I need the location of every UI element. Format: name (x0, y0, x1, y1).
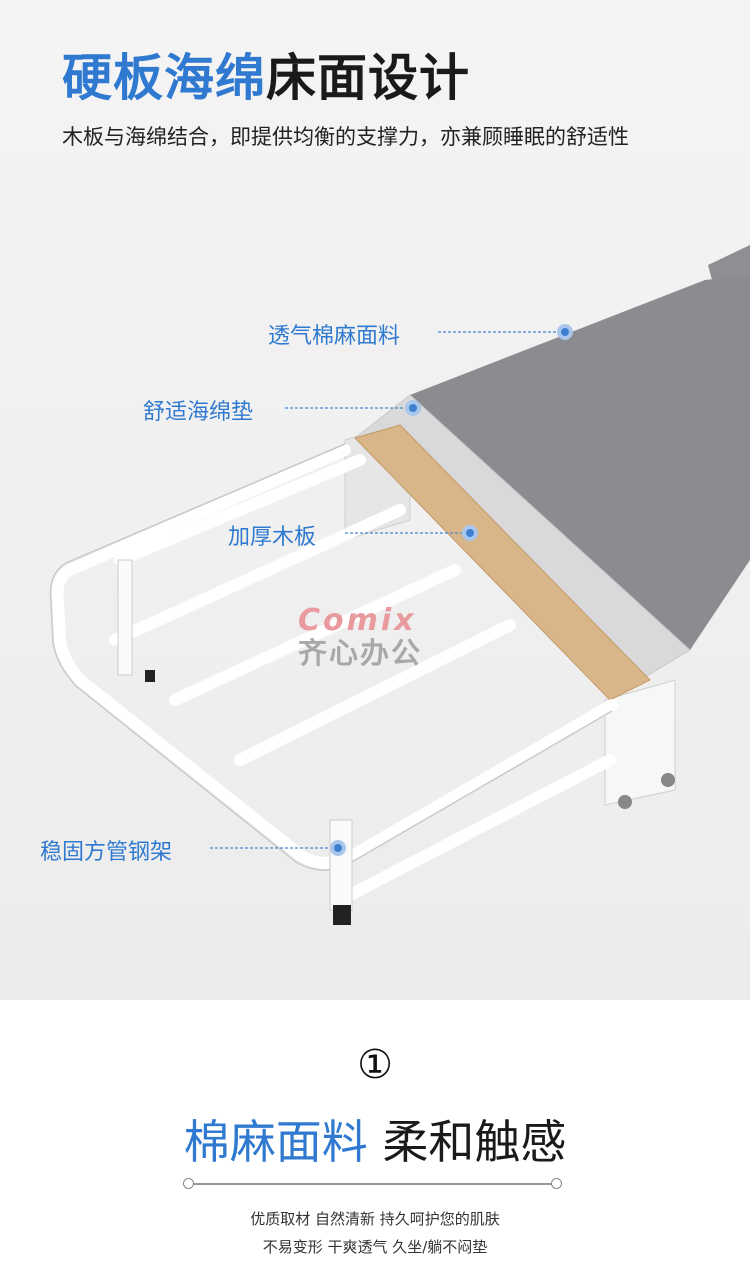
leg (117, 559, 133, 676)
feature-title: 棉麻面料 柔和触感 (0, 1106, 750, 1172)
caster-wheel (661, 773, 675, 787)
callout-sponge: 舒适海绵垫 (143, 400, 254, 425)
front-leg-box (604, 679, 676, 806)
caster-wheel (618, 795, 632, 809)
callout-dot (405, 400, 421, 416)
divider-end-dot (183, 1178, 194, 1189)
mattress-top (410, 275, 750, 650)
feature-desc-line-1: 优质取材 自然清新 持久呵护您的肌肤 (250, 1210, 500, 1228)
divider-line (184, 1183, 560, 1185)
feature-title-highlight: 棉麻面料 (183, 1115, 368, 1169)
leg (329, 819, 353, 911)
callout-fabric: 透气棉麻面料 (268, 324, 401, 349)
title-rest: 床面设计 (266, 49, 470, 107)
callout-dot (330, 840, 346, 856)
feature-desc-line-2: 不易变形 干爽透气 久坐/躺不闷垫 (262, 1238, 488, 1256)
folding-bed-illustration (49, 245, 750, 925)
wood-board (354, 424, 651, 701)
mattress-section (708, 245, 750, 280)
feature-number: ① (357, 1042, 393, 1088)
watermark-brand-cn: 齐心办公 (298, 636, 423, 670)
steel-frame (51, 444, 618, 901)
divider-end-dot (551, 1178, 562, 1189)
leg-foot (145, 670, 155, 682)
feature-title-rest: 柔和触感 (382, 1115, 567, 1169)
callout-steel: 稳固方管钢架 (40, 840, 173, 865)
leg-foot (333, 905, 351, 925)
callout-wood: 加厚木板 (228, 525, 317, 550)
watermark-logo: Comix 齐心办公 (298, 603, 423, 671)
callout-dot (462, 525, 478, 541)
title-highlight: 硬板海绵 (62, 49, 266, 107)
callout-dot (557, 324, 573, 340)
subtitle: 木板与海绵结合，即提供均衡的支撑力，亦兼顾睡眠的舒适性 (62, 125, 629, 149)
page-title: 硬板海绵床面设计 (62, 38, 470, 110)
watermark-brand: Comix (298, 603, 417, 638)
